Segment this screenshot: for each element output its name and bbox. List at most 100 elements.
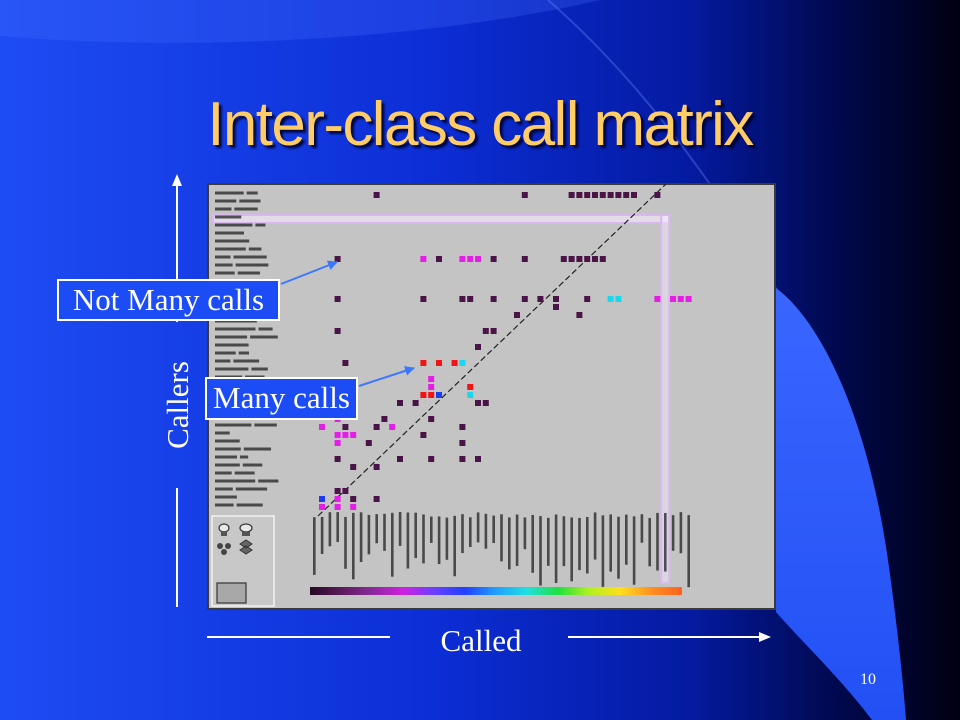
row-label-part (240, 455, 249, 459)
column-label (484, 513, 488, 549)
matrix-cell (334, 296, 341, 302)
column-label (328, 512, 332, 547)
row-label-part (234, 471, 255, 475)
row-label (215, 359, 231, 363)
right-wedge (776, 288, 906, 720)
matrix-cell (467, 256, 474, 262)
matrix-cell (592, 192, 598, 198)
matrix-cell (560, 256, 567, 262)
matrix-cell (342, 488, 349, 494)
row-label (215, 255, 231, 259)
matrix-cell (381, 416, 388, 422)
matrix-cell (685, 296, 692, 302)
matrix-cell (428, 376, 435, 382)
matrix-cell (677, 296, 684, 302)
column-label (476, 512, 480, 543)
slide-title: Inter-class call matrix (207, 90, 754, 159)
matrix-cell (428, 416, 435, 422)
matrix-cell (615, 192, 622, 198)
matrix-cell (319, 424, 325, 430)
column-label (461, 514, 464, 554)
row-label-part (243, 447, 271, 451)
matrix-cell (342, 360, 349, 366)
row-label (215, 479, 256, 483)
matrix-cell (373, 464, 380, 470)
selected-column-highlight (660, 214, 671, 584)
column-label (687, 515, 690, 588)
toolbox-icon (239, 523, 253, 536)
matrix-cell (334, 496, 341, 502)
row-label (215, 239, 250, 243)
matrix-cell (350, 504, 357, 510)
matrix-cell (467, 392, 474, 398)
matrix-cell (436, 360, 442, 366)
column-label (313, 517, 316, 575)
matrix-cell (654, 296, 661, 302)
column-label (469, 517, 472, 547)
matrix-cell (475, 344, 481, 350)
matrix-cell (459, 424, 466, 430)
row-label (215, 199, 237, 203)
row-label (215, 319, 257, 323)
column-label (391, 512, 394, 577)
matrix-cell (584, 192, 591, 198)
matrix-cell (568, 192, 575, 198)
matrix-cell (607, 296, 614, 302)
row-label (215, 431, 230, 435)
matrix-cell (334, 488, 341, 494)
matrix-cell (342, 432, 349, 438)
row-label-part (238, 351, 249, 355)
row-label (215, 423, 252, 427)
matrix-cell (436, 256, 442, 262)
matrix-cell (521, 192, 528, 198)
row-label (215, 367, 249, 371)
matrix-cell (599, 192, 606, 198)
column-labels (313, 512, 690, 589)
column-label (437, 516, 441, 565)
row-label-part (248, 247, 262, 251)
matrix-cell (521, 256, 528, 262)
row-label (215, 271, 235, 275)
matrix-cell (319, 496, 325, 502)
matrix-cell (631, 192, 637, 198)
matrix-cell (334, 256, 341, 262)
row-label (215, 207, 232, 211)
column-label (336, 512, 339, 543)
column-label (625, 514, 628, 565)
matrix-cell (467, 384, 474, 390)
matrix-cell (482, 400, 489, 406)
matrix-cell (459, 456, 466, 462)
column-label (609, 514, 612, 572)
selected-row-highlight (212, 214, 671, 224)
row-label (215, 247, 246, 251)
matrix-cell (420, 296, 427, 302)
matrix-cell (428, 456, 435, 462)
column-label (679, 512, 683, 554)
callers-label: Callers (160, 361, 195, 449)
matrix-cell (553, 296, 559, 302)
column-label (531, 514, 534, 573)
column-label (562, 516, 566, 567)
toolbox-icon (218, 523, 230, 536)
matrix-cell (412, 400, 419, 406)
column-label (508, 517, 511, 570)
row-label (215, 487, 233, 491)
row-label (215, 263, 233, 267)
matrix-cell (459, 440, 466, 446)
matrix-cell (420, 256, 427, 262)
page-number: 10 (860, 671, 876, 688)
matrix-cell (373, 496, 380, 502)
column-label (375, 514, 378, 544)
matrix-cell (350, 496, 357, 502)
matrix-cell (451, 360, 458, 366)
row-label (215, 231, 244, 235)
matrix-cell (670, 296, 676, 302)
matrix-cell (490, 328, 497, 334)
column-label (554, 514, 558, 583)
column-label (352, 512, 355, 580)
matrix-cell (420, 392, 427, 398)
matrix-cell (615, 296, 622, 302)
row-label (215, 455, 237, 459)
row-label-part (236, 503, 263, 507)
